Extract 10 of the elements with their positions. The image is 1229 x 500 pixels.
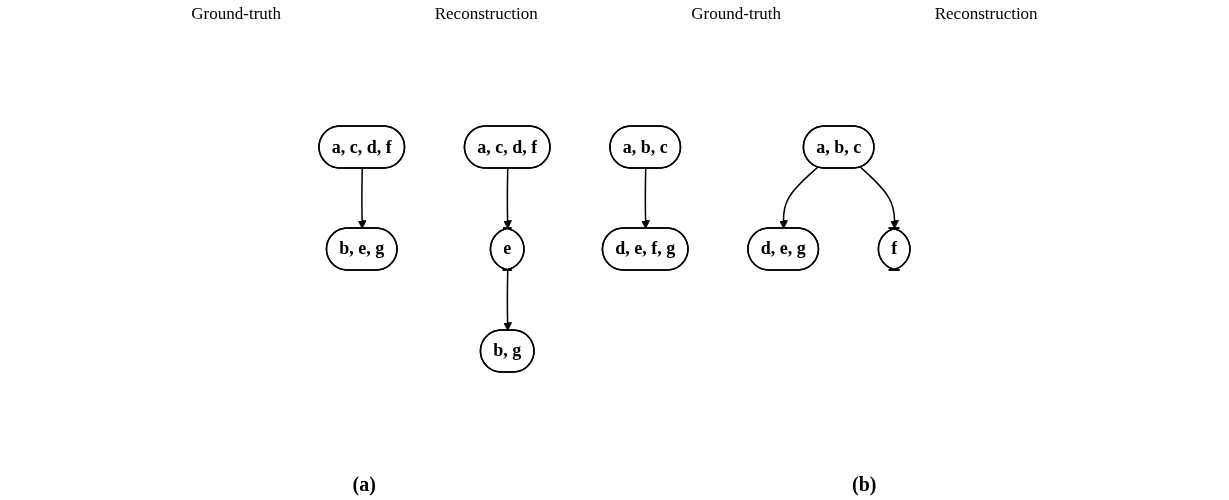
- arrow: [779, 165, 819, 229]
- arrow: [641, 167, 650, 229]
- panel-heading: Ground-truth: [190, 3, 283, 25]
- panel-heading: Reconstruction: [933, 3, 1039, 25]
- panel-label: (a): [351, 472, 377, 498]
- arrow: [503, 269, 513, 331]
- panel-label: (b): [851, 472, 878, 498]
- panel-heading: Reconstruction: [433, 3, 539, 25]
- arrow: [357, 167, 367, 229]
- panel-heading: Ground-truth: [690, 3, 783, 25]
